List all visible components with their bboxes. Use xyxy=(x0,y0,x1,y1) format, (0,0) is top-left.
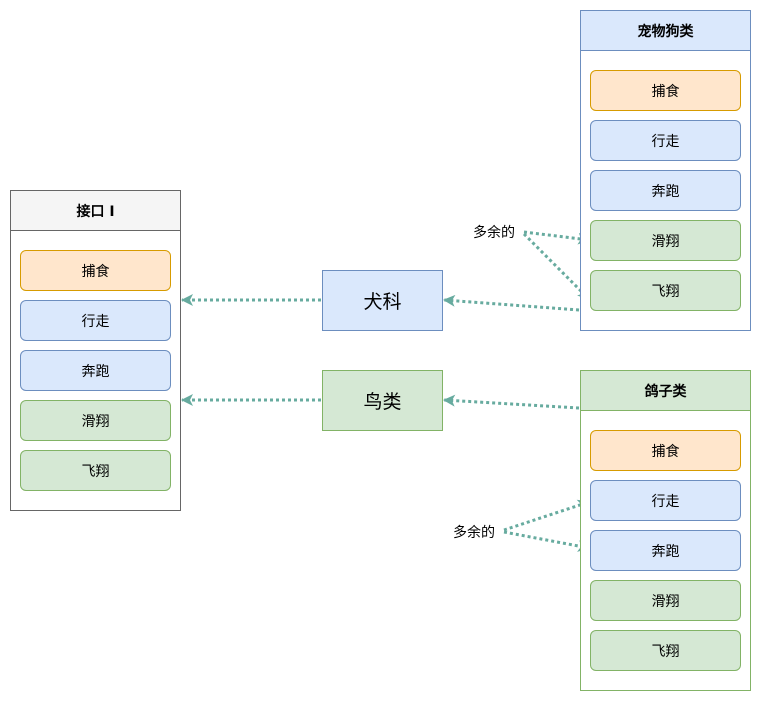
dog-method-fly: 飞翔 xyxy=(590,270,741,311)
pigeon-method-prey: 捕食 xyxy=(590,430,741,471)
pigeon-method-walk: 行走 xyxy=(590,480,741,521)
interface-title: 接口 I xyxy=(11,191,180,231)
dog-class-title: 宠物狗类 xyxy=(581,11,750,51)
interface-method-fly: 飞翔 xyxy=(20,450,171,491)
interface-panel: 接口 I 捕食 行走 奔跑 滑翔 飞翔 xyxy=(10,190,181,511)
arrow-note-dog-to-glide xyxy=(523,230,590,245)
interface-method-walk: 行走 xyxy=(20,300,171,341)
arrow-dog-to-canine xyxy=(443,294,580,312)
pigeon-method-run: 奔跑 xyxy=(590,530,741,571)
interface-method-run: 奔跑 xyxy=(20,350,171,391)
bird-box: 鸟类 xyxy=(322,370,443,431)
dog-method-prey: 捕食 xyxy=(590,70,741,111)
interface-method-prey: 捕食 xyxy=(20,250,171,291)
arrow-note-pigeon-to-walk xyxy=(503,499,590,532)
dog-class-panel: 宠物狗类 捕食 行走 奔跑 滑翔 飞翔 xyxy=(580,10,751,331)
pigeon-method-fly: 飞翔 xyxy=(590,630,741,671)
dog-method-glide: 滑翔 xyxy=(590,220,741,261)
arrow-pigeon-to-bird xyxy=(443,394,580,410)
canine-box: 犬科 xyxy=(322,270,443,331)
interface-method-glide: 滑翔 xyxy=(20,400,171,441)
dog-method-run: 奔跑 xyxy=(590,170,741,211)
pigeon-class-title: 鸽子类 xyxy=(581,371,750,411)
arrow-note-pigeon-to-run xyxy=(503,530,590,552)
pigeon-method-glide: 滑翔 xyxy=(590,580,741,621)
pigeon-class-panel: 鸽子类 捕食 行走 奔跑 滑翔 飞翔 xyxy=(580,370,751,691)
redundant-note-dog: 多余的 xyxy=(473,225,515,241)
redundant-note-pigeon: 多余的 xyxy=(453,525,495,541)
dog-method-walk: 行走 xyxy=(590,120,741,161)
